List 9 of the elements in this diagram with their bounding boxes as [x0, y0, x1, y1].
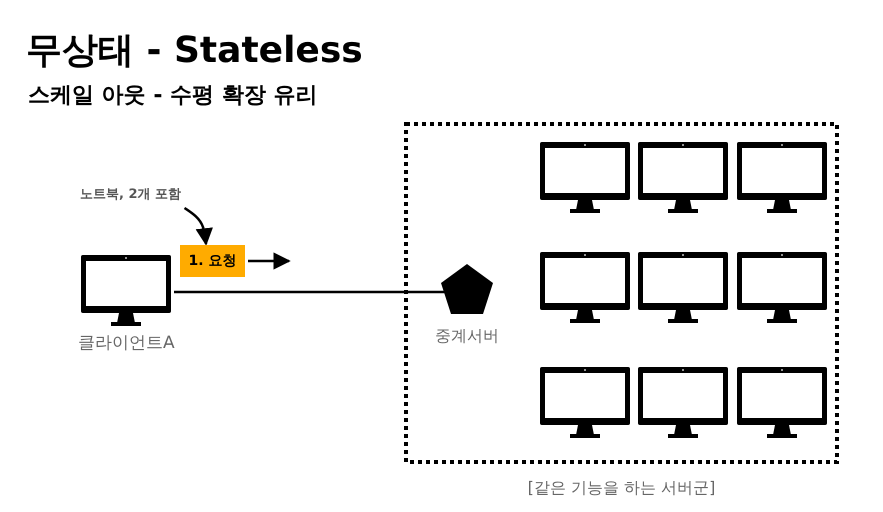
step-label: 1. 요청 [180, 245, 245, 277]
note-text: 노트북, 2개 포함 [80, 186, 182, 203]
title: 무상태 - Stateless [26, 29, 363, 73]
group-caption: [같은 기능을 하는 서버군] [526, 478, 716, 499]
arrow [248, 252, 291, 270]
subtitle: 스케일 아웃 - 수평 확장 유리 [28, 82, 318, 110]
node-label: 클라이언트A [78, 332, 174, 354]
arrow [184, 206, 213, 246]
node-label: 중계서버 [434, 326, 500, 347]
